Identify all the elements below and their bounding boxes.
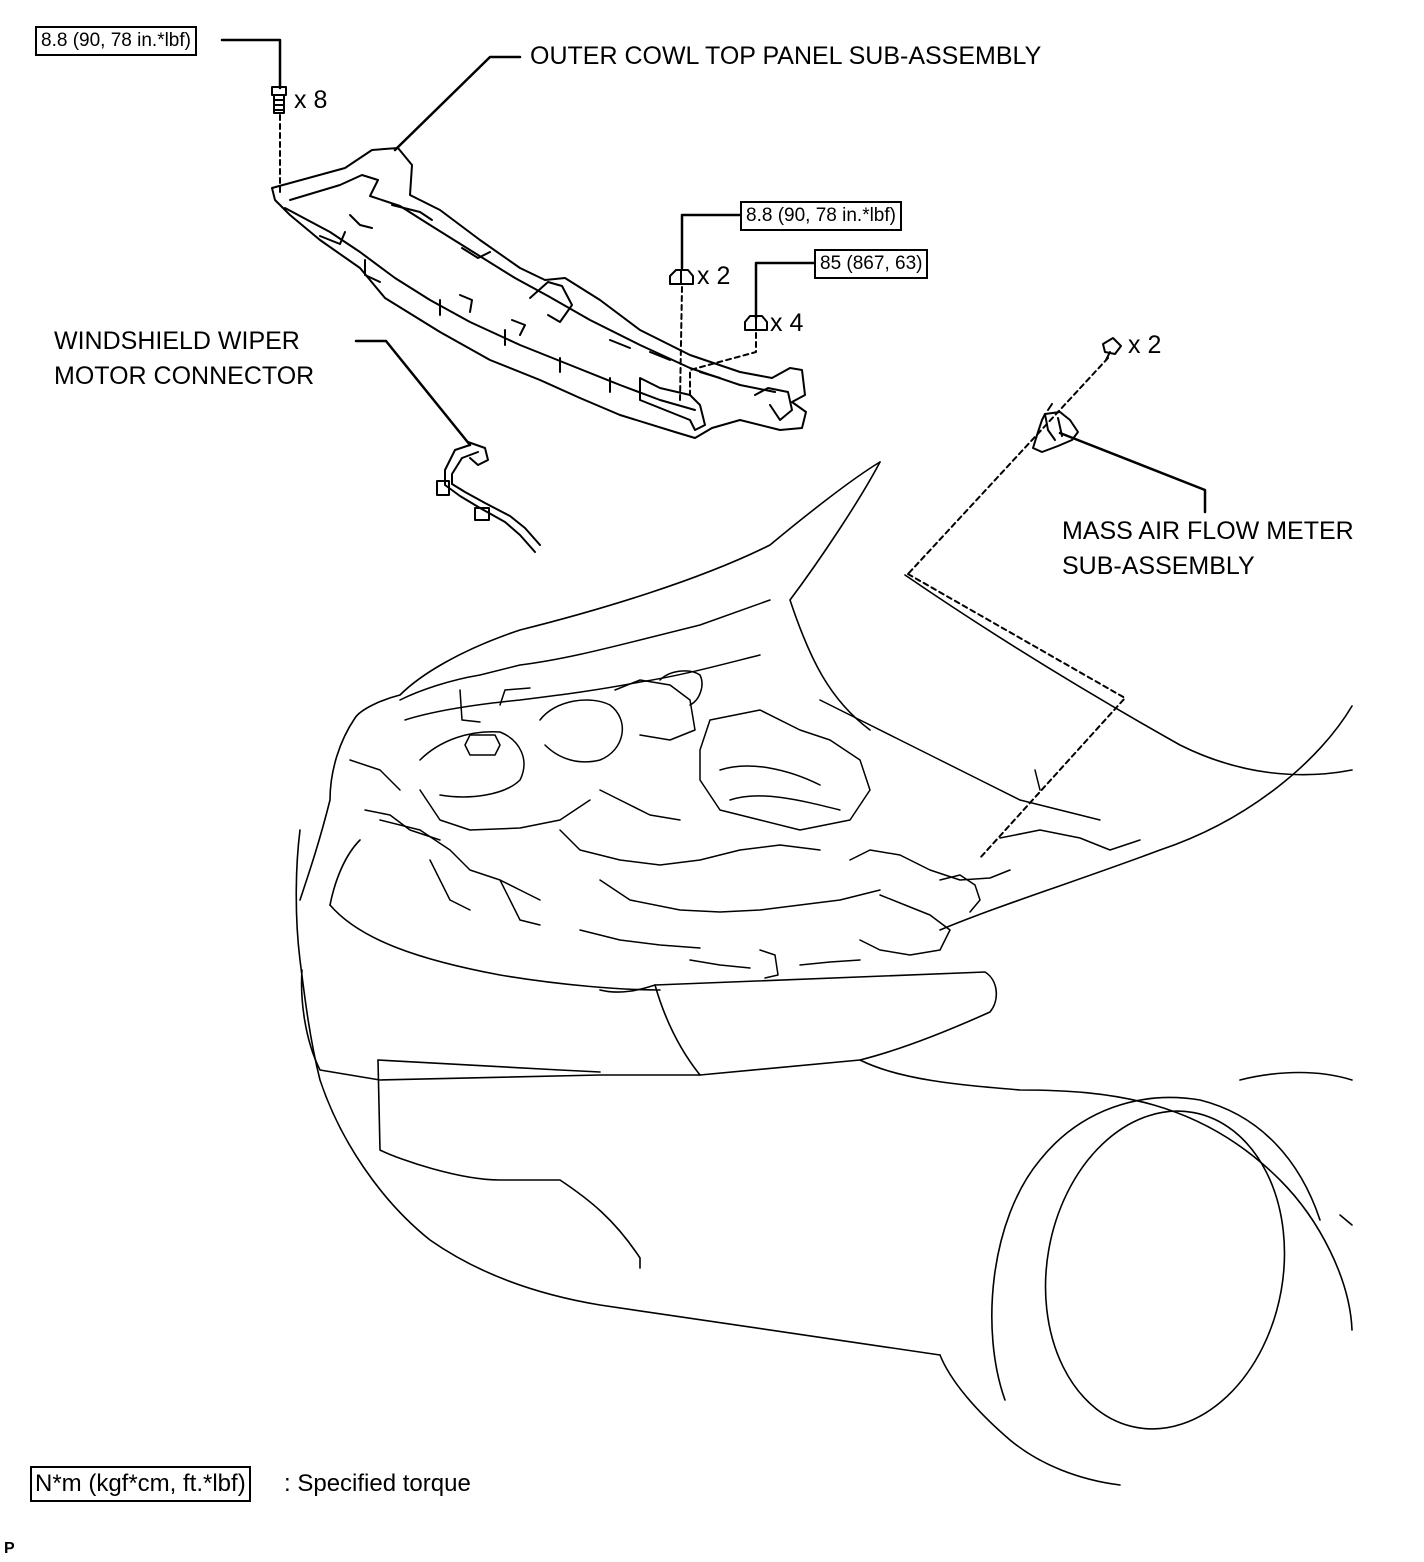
label-outer-cowl-top-panel: OUTER COWL TOP PANEL SUB-ASSEMBLY <box>530 42 1042 70</box>
leader-lines <box>220 38 1207 514</box>
quantity-nuts-strut: x 4 <box>770 309 804 337</box>
legend-torque-meaning: : Specified torque <box>284 1470 471 1497</box>
vehicle-body <box>295 461 1353 1486</box>
bolt-icon <box>271 86 287 114</box>
label-maf-line2: SUB-ASSEMBLY <box>1062 552 1255 580</box>
nut-icon-cowl <box>669 269 694 285</box>
clip-icon-maf <box>1102 337 1122 361</box>
torque-box-cowl-nuts: 8.8 (90, 78 in.*lbf) <box>740 201 902 231</box>
mass-air-flow-meter <box>1032 403 1079 453</box>
wiper-motor-connector <box>436 441 541 553</box>
torque-box-strut-nuts: 85 (867, 63) <box>814 249 929 279</box>
quantity-clips-maf: x 2 <box>1128 331 1162 359</box>
label-maf-line1: MASS AIR FLOW METER <box>1062 517 1354 545</box>
dashed-paths <box>279 114 1126 859</box>
quantity-bolts-cowl: x 8 <box>294 86 328 114</box>
label-wiper-connector-line1: WINDSHIELD WIPER <box>54 327 300 355</box>
outer-cowl-top-panel <box>271 147 807 439</box>
label-wiper-connector-line2: MOTOR CONNECTOR <box>54 362 315 390</box>
engine-bay <box>349 599 1141 979</box>
torque-box-cowl-bolts: 8.8 (90, 78 in.*lbf) <box>35 26 197 56</box>
legend-torque-unit-box: N*m (kgf*cm, ft.*lbf) <box>30 1466 251 1502</box>
illustration-code: P <box>4 1540 15 1557</box>
quantity-nuts-cowl: x 2 <box>697 262 731 290</box>
nut-icon-strut <box>744 315 768 331</box>
